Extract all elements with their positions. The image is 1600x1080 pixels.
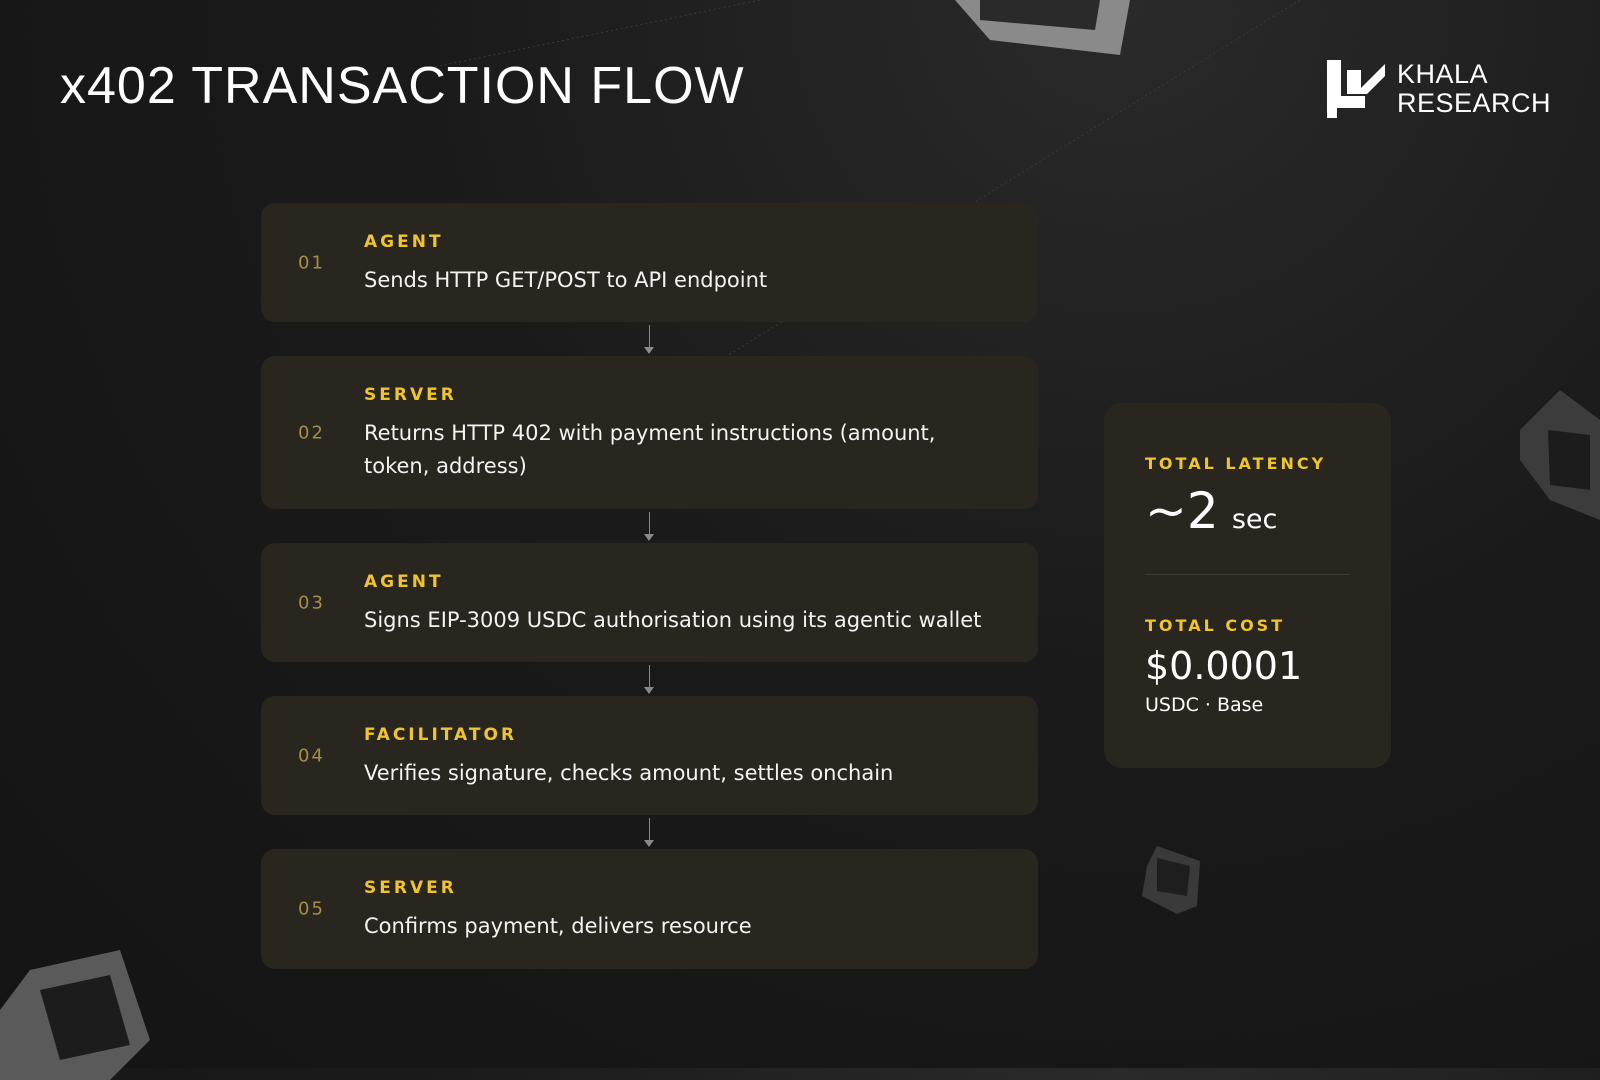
total-cost-label: TOTAL COST [1145,616,1286,635]
step-description: Confirms payment, delivers resource [364,914,752,938]
flow-step-3: 03 AGENT Signs EIP-3009 USDC authorisati… [261,543,1038,662]
step-actor: SERVER [364,385,457,405]
step-actor: SERVER [364,878,457,898]
logo-line-1: KHALA [1397,59,1489,89]
step-actor: AGENT [364,232,444,252]
cube-small-decoration [1142,846,1200,914]
latency-unit: sec [1231,504,1278,535]
flow-arrow-3 [644,665,654,694]
cube-right-decoration [1520,390,1600,520]
cube-top-decoration [955,0,1130,55]
step-number: 01 [298,252,325,273]
summary-card: TOTAL LATENCY ~2 sec TOTAL COST $0.0001 … [1104,403,1391,768]
step-number: 03 [298,592,325,613]
step-actor: AGENT [364,572,444,592]
flow-step-4: 04 FACILITATOR Verifies signature, check… [261,696,1038,815]
step-number: 05 [298,898,325,920]
flow-step-2: 02 SERVER Returns HTTP 402 with payment … [261,356,1038,509]
step-description: Verifies signature, checks amount, settl… [364,761,894,785]
total-latency-value: ~2 sec [1145,481,1277,541]
flow-step-1: 01 AGENT Sends HTTP GET/POST to API endp… [261,203,1038,322]
flow-arrow-4 [644,818,654,847]
step-number: 04 [298,745,325,766]
latency-number: ~2 [1145,482,1219,540]
step-description: Returns HTTP 402 with payment instructio… [364,421,936,478]
total-latency-label: TOTAL LATENCY [1145,454,1327,473]
logo-line-2: RESEARCH [1397,88,1552,118]
flow-step-5: 05 SERVER Confirms payment, delivers res… [261,849,1038,969]
total-cost-value: $0.0001 [1145,644,1303,688]
step-description: Sends HTTP GET/POST to API endpoint [364,268,768,292]
total-cost-note: USDC · Base [1145,694,1264,716]
flow-arrow-1 [644,325,654,354]
step-description: Signs EIP-3009 USDC authorisation using … [364,608,982,632]
step-number: 02 [298,422,325,443]
cube-bottom-decoration [0,950,150,1080]
page-title: x402 TRANSACTION FLOW [60,57,745,115]
summary-divider [1145,574,1350,575]
khala-research-logo: KHALA RESEARCH [1327,60,1557,118]
flow-arrow-2 [644,512,654,541]
step-actor: FACILITATOR [364,725,518,745]
khala-logo-icon [1327,60,1385,118]
